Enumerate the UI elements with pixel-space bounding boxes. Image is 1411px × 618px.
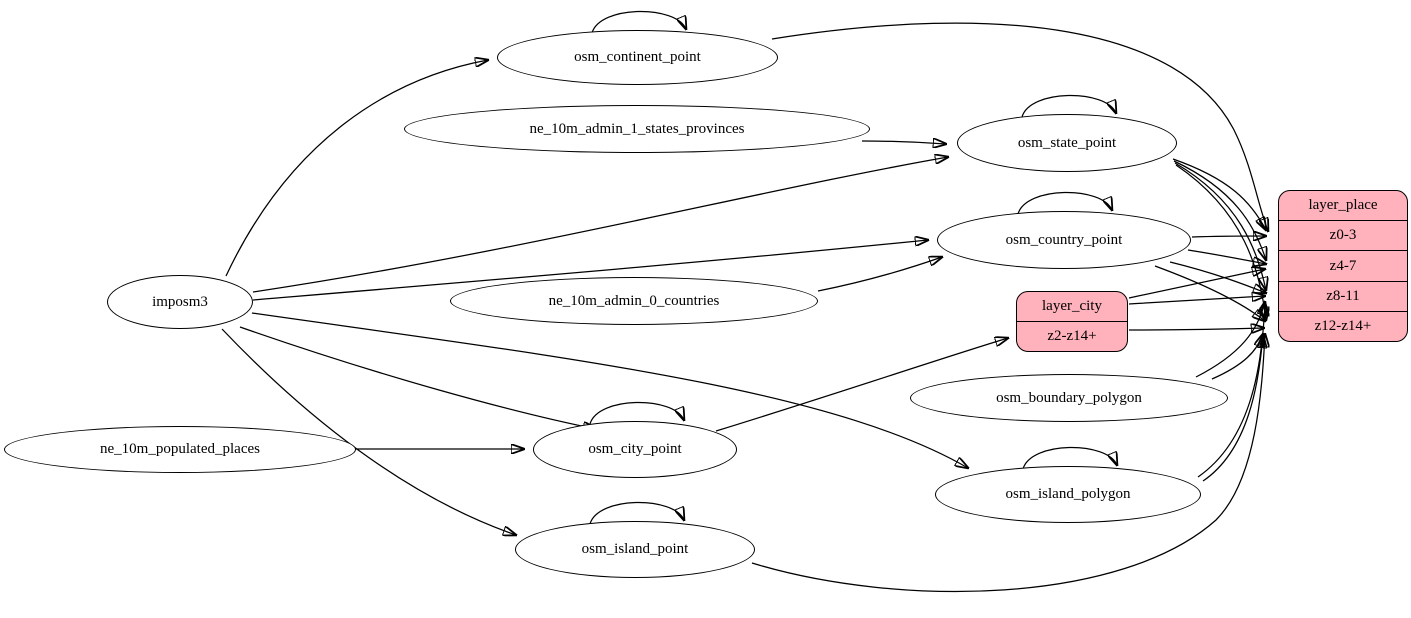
edge-ne_10m_admin_0_countries-osm_country_point <box>817 257 942 292</box>
node-osm-country-point-label: osm_country_point <box>1005 231 1123 248</box>
node-osm-boundary-polygon: osm_boundary_polygon <box>910 374 1228 422</box>
node-ne-10m-populated-places: ne_10m_populated_places <box>4 426 356 473</box>
edge-osm_country_point-z0-3 <box>1191 236 1266 237</box>
selfloop-osm_state_point <box>1021 94 1116 118</box>
node-osm-boundary-polygon-label: osm_boundary_polygon <box>996 389 1142 406</box>
layer-city-title: layer_city <box>1042 298 1102 314</box>
node-osm-continent-point: osm_continent_point <box>497 30 778 85</box>
node-osm-island-polygon-label: osm_island_polygon <box>1005 486 1131 502</box>
edge-osm_country_point-z12-z14 <box>1154 265 1265 321</box>
edge-imposm3-osm_country_point <box>252 240 928 301</box>
node-osm-island-point-label: osm_island_point <box>581 541 689 557</box>
edge-osm_state_point-z4-7 <box>1173 160 1266 260</box>
edge-osm_state_point-z8-11 <box>1174 162 1266 290</box>
edge-imposm3-osm_continent_point <box>225 60 488 277</box>
node-ne-10m-admin-0-countries-label: ne_10m_admin_0_countries <box>548 292 720 309</box>
edge-osm_island_polygon-z12-z14 <box>1202 335 1263 482</box>
edge-layer_city-z8-11 <box>1128 296 1265 305</box>
edge-ne_10m_admin_1_states_provinces-osm_state_point <box>861 141 946 144</box>
layer-place-row-z8-11: z8-11 <box>1279 280 1407 311</box>
selfloop-osm_continent_point <box>591 10 686 34</box>
edge-layer_city-z12-z14 <box>1128 328 1264 330</box>
layer-place-row-z4-7: z4-7 <box>1279 250 1407 280</box>
node-ne-10m-populated-places-label: ne_10m_populated_places <box>100 441 260 457</box>
edge-imposm3-osm_island_point <box>221 328 516 535</box>
node-imposm3-label: imposm3 <box>152 293 208 310</box>
layer-place-row-z0-3: z0-3 <box>1279 220 1407 250</box>
node-imposm3: imposm3 <box>107 275 253 329</box>
edge-osm_continent_point-z0-3 <box>771 22 1268 231</box>
edge-osm_state_point-z0-3 <box>1172 158 1266 230</box>
edge-osm_boundary_polygon-z12-z14 <box>1211 334 1263 380</box>
node-osm-state-point: osm_state_point <box>957 114 1177 172</box>
selfloop-osm_island_point <box>589 501 684 525</box>
node-ne-10m-admin-1-states-provinces: ne_10m_admin_1_states_provinces <box>404 105 870 153</box>
edge-imposm3-osm_island_polygon <box>251 312 968 468</box>
layer-city-row-z2-z14: z2-z14+ <box>1017 321 1127 351</box>
edge-imposm3-osm_state_point <box>252 157 948 293</box>
node-layer-place: layer_place z0-3 z4-7 z8-11 z12-z14+ <box>1278 190 1408 342</box>
edge-osm_island_point-z12-z14 <box>751 334 1265 593</box>
node-osm-continent-point-label: osm_continent_point <box>574 49 701 65</box>
node-ne-10m-admin-0-countries: ne_10m_admin_0_countries <box>450 277 818 325</box>
edge-osm_island_polygon-z8-11 <box>1197 303 1265 478</box>
selfloop-osm_city_point <box>589 401 684 425</box>
edge-osm_country_point-z8-11 <box>1169 261 1266 293</box>
edge-osm_city_point-layer_city <box>715 338 1008 432</box>
node-osm-island-polygon: osm_island_polygon <box>935 466 1201 523</box>
node-osm-state-point-label: osm_state_point <box>1017 134 1117 151</box>
selfloop-osm_country_point <box>1017 191 1112 215</box>
selfloop-osm_island_polygon <box>1022 446 1117 470</box>
node-osm-country-point: osm_country_point <box>937 211 1191 269</box>
edge-osm_country_point-z4-7 <box>1187 249 1266 264</box>
layer-place-title: layer_place <box>1308 197 1378 214</box>
node-osm-island-point: osm_island_point <box>515 521 755 578</box>
edge-layer_city-z4-7 <box>1128 269 1265 299</box>
node-osm-city-point-label: osm_city_point <box>588 441 682 457</box>
node-osm-city-point: osm_city_point <box>533 421 737 478</box>
edge-imposm3-osm_city_point <box>239 326 596 429</box>
layer-place-row-z12-z14: z12-z14+ <box>1279 310 1407 341</box>
node-ne-10m-admin-1-states-provinces-label: ne_10m_admin_1_states_provinces <box>529 120 745 137</box>
node-layer-city: layer_city z2-z14+ <box>1016 291 1128 352</box>
